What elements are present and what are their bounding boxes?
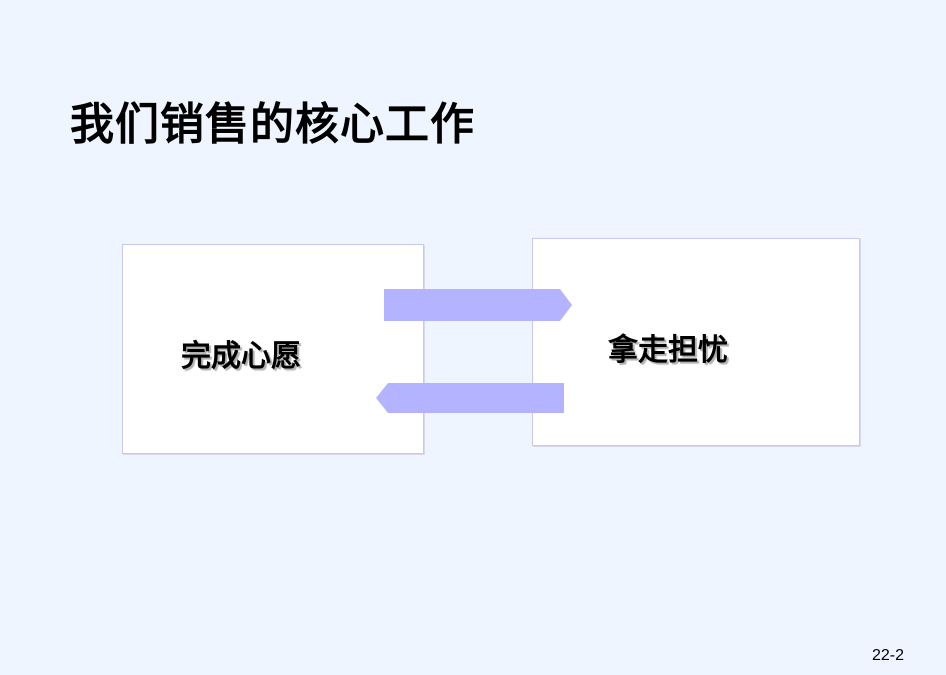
right-arrow-icon [384, 289, 572, 321]
right-box: 拿走担忧 [532, 238, 860, 446]
page-number: 22-2 [871, 647, 904, 664]
left-arrow-icon [376, 383, 564, 413]
right-box-label: 拿走担忧 [608, 333, 728, 368]
slide-title: 我们销售的核心工作 [70, 99, 475, 150]
exchange-arrows [376, 289, 572, 413]
left-box: 完成心愿 [122, 244, 424, 454]
left-box-label: 完成心愿 [181, 339, 301, 374]
